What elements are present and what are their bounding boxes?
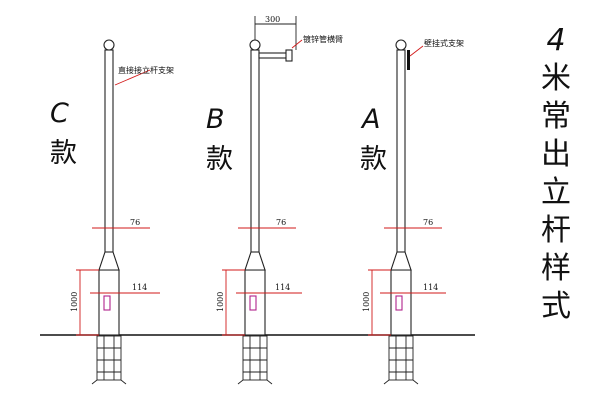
- variant-a-callout-leader: [409, 45, 424, 57]
- variant-b-callout-leader: [291, 39, 303, 49]
- variant-c-dim-base: 114: [132, 283, 147, 292]
- variant-c-door: [103, 295, 111, 311]
- variant-c-dim-top: 76: [130, 218, 140, 227]
- title-char-4: 出: [541, 137, 571, 172]
- variant-a-bracket-label: 壁挂式支架: [424, 38, 464, 48]
- variant-a-dim-top: 76: [423, 218, 433, 227]
- variant-a-suffix: 款: [360, 144, 387, 175]
- variant-a-dim-base: 114: [423, 283, 438, 292]
- title-char-5: 立: [541, 175, 571, 210]
- variant-b-suffix: 款: [206, 144, 233, 175]
- variant-c-bracket-label: 直接接立杆支架: [118, 65, 174, 75]
- vertical-title: 4 米 常 出 立 杆 样 式: [541, 23, 571, 324]
- title-char-6: 杆: [541, 213, 571, 248]
- variant-c-pole-taper: [98, 251, 120, 271]
- variant-c: C 款 直接接立杆支架 76 114 1000: [50, 39, 174, 385]
- variant-a-pole-base: [390, 269, 412, 336]
- variant-a-door: [395, 295, 403, 311]
- variant-b-dim-height: 1000: [216, 292, 225, 312]
- variant-b-arm-length: 300: [265, 15, 280, 24]
- variant-c-foundation: [91, 335, 127, 385]
- title-char-7: 样: [541, 251, 571, 286]
- variant-c-letter: C: [50, 98, 69, 129]
- variant-b-pole-shaft: [250, 49, 260, 253]
- variant-a-letter: A: [360, 104, 380, 135]
- title-char-2: 米: [541, 61, 571, 96]
- variant-c-callout-leader: [114, 69, 151, 86]
- variant-c-pole-cap: [103, 39, 115, 51]
- variant-a-wall-bracket: [407, 50, 410, 70]
- variant-b-pole-taper: [244, 251, 266, 271]
- variant-b-dim-top: 76: [276, 218, 286, 227]
- variant-c-suffix: 款: [50, 138, 77, 169]
- title-char-1: 4: [546, 23, 565, 58]
- variant-b-letter: B: [206, 104, 225, 135]
- variant-a-pole-cap: [395, 39, 407, 51]
- variant-b-foundation: [237, 335, 273, 385]
- variant-c-pole-shaft: [104, 49, 114, 253]
- variant-a: A 款 壁挂式支架 76 114 1000: [360, 38, 464, 385]
- variant-b-dim-base: 114: [275, 283, 290, 292]
- variant-b-door: [249, 295, 257, 311]
- variant-c-dim-height: 1000: [70, 292, 79, 312]
- variant-b-arm-end: [285, 49, 293, 62]
- title-char-8: 式: [541, 289, 571, 324]
- title-char-3: 常: [541, 99, 571, 134]
- variant-a-foundation: [383, 335, 419, 385]
- variant-b-pole-cap: [249, 39, 261, 51]
- variant-c-pole-base: [98, 269, 120, 336]
- variant-b: B 款 300 镀锌管横臂 76 114: [206, 15, 343, 385]
- variant-a-pole-shaft: [396, 49, 406, 253]
- variant-b-pole-base: [244, 269, 266, 336]
- variant-a-pole-taper: [390, 251, 412, 271]
- variant-b-bracket-label: 镀锌管横臂: [303, 34, 343, 44]
- variant-a-dim-height: 1000: [362, 292, 371, 312]
